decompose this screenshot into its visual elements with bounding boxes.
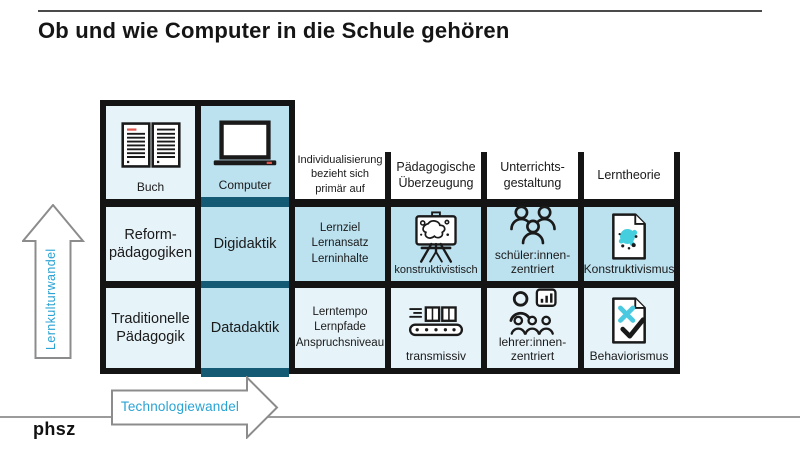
cell-reformpaedagogiken: Reform- pädagogiken bbox=[106, 207, 195, 281]
technology-arrow-label: Technologiewandel bbox=[120, 399, 240, 414]
book-icon bbox=[120, 106, 182, 181]
cell-behaviorismus: Behaviorismus bbox=[584, 288, 674, 368]
cell-label: konstruktivistisch bbox=[394, 263, 478, 276]
cell-label: lehrer:innen- zentriert bbox=[498, 335, 567, 363]
cell-lernziel-liste: Lernziel Lernansatz Lerninhalte bbox=[295, 207, 385, 281]
cell-computer: Computer bbox=[201, 106, 289, 197]
document-splat-icon bbox=[610, 207, 648, 263]
cell-label: Konstruktivismus bbox=[583, 261, 675, 276]
header-paedagogische-ueberzeugung: Pädagogische Überzeugung bbox=[391, 150, 481, 199]
laptop-icon bbox=[212, 106, 278, 179]
cell-konstruktivistisch: konstruktivistisch bbox=[391, 207, 481, 281]
people-group-icon bbox=[509, 201, 557, 249]
cell-label: Behaviorismus bbox=[589, 348, 669, 363]
header-divider bbox=[481, 152, 487, 199]
cell-label: Buch bbox=[136, 179, 165, 194]
teacher-presentation-icon bbox=[509, 285, 557, 336]
header-unterrichtsgestaltung: Unterrichts- gestaltung bbox=[487, 150, 578, 199]
cell-lehrerzentriert: lehrer:innen- zentriert bbox=[487, 288, 578, 368]
cell-traditionelle-paedagogik: Traditionelle Pädagogik bbox=[106, 288, 195, 368]
cell-transmissiv: transmissiv bbox=[391, 288, 481, 368]
cell-label: transmissiv bbox=[405, 348, 466, 363]
document-x-check-icon bbox=[610, 288, 648, 350]
cell-buch: Buch bbox=[106, 106, 195, 199]
learnculture-arrow bbox=[22, 204, 85, 359]
learnculture-arrow-label: Lernkulturwandel bbox=[44, 248, 58, 350]
header-lerntheorie: Lerntheorie bbox=[584, 150, 674, 199]
top-divider bbox=[38, 10, 762, 12]
bottom-divider bbox=[0, 416, 800, 418]
cell-lerntempo-liste: Lerntempo Lernpfade Anspruchsniveau bbox=[295, 288, 385, 368]
header-divider bbox=[385, 152, 391, 199]
header-individualisierung: Individualisierung bezieht sich primär a… bbox=[295, 150, 385, 199]
easel-icon bbox=[411, 207, 461, 264]
page-title: Ob und wie Computer in die Schule gehöre… bbox=[38, 18, 510, 43]
cell-schuelerzentriert: schüler:innen- zentriert bbox=[487, 205, 578, 281]
header-divider bbox=[578, 152, 584, 199]
cell-label: schüler:innen- zentriert bbox=[494, 248, 571, 276]
cell-datadaktik: Datadaktik bbox=[201, 288, 289, 368]
cell-konstruktivismus: Konstruktivismus bbox=[584, 207, 674, 281]
cell-label: Computer bbox=[218, 177, 272, 192]
cell-digidaktik: Digidaktik bbox=[201, 207, 289, 281]
phsz-logo: phsz bbox=[33, 419, 76, 439]
conveyor-belt-icon bbox=[407, 288, 465, 350]
technology-arrow bbox=[111, 376, 279, 439]
header-divider bbox=[674, 152, 680, 199]
